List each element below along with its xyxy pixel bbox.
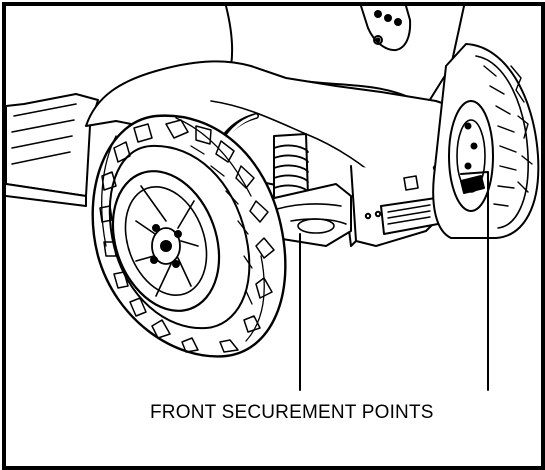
callout-label: FRONT SECUREMENT POINTS <box>150 402 434 423</box>
scooter-front-illustration <box>6 6 540 391</box>
footboard <box>6 93 99 207</box>
left-front-wheel <box>91 114 287 358</box>
front-bumper <box>364 164 446 235</box>
right-front-wheel <box>432 43 540 239</box>
callout-leaders <box>299 171 489 391</box>
right-securement-leader <box>460 171 489 391</box>
tiller-head <box>360 6 412 52</box>
